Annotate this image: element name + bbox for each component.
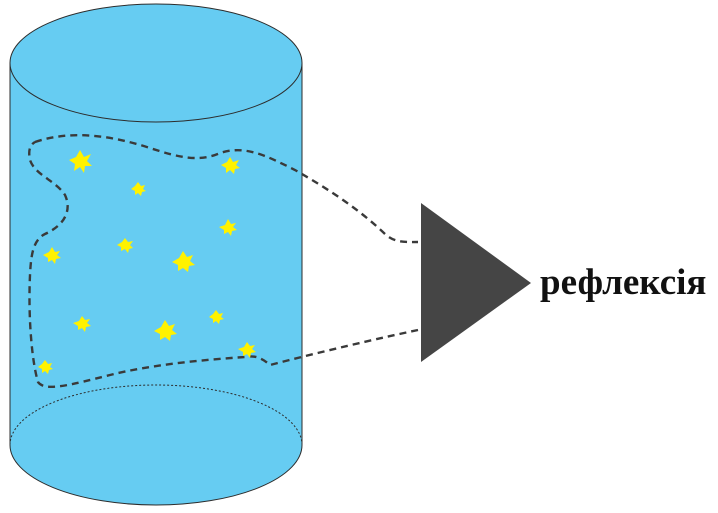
star — [43, 247, 61, 264]
cylinder-top — [9, 3, 303, 123]
star — [209, 310, 224, 324]
dashed-region — [28, 134, 419, 389]
star — [238, 342, 256, 358]
star — [131, 182, 146, 196]
play-triangle — [421, 203, 531, 362]
cylinder — [9, 3, 303, 506]
star — [69, 150, 92, 173]
star — [172, 251, 195, 272]
cylinder-bottom-back — [9, 384, 303, 446]
reflection-label: рефлексія — [540, 262, 706, 303]
stars-group — [38, 150, 256, 374]
cylinder-body — [10, 63, 302, 505]
star — [38, 360, 53, 374]
star — [117, 238, 133, 253]
star — [154, 320, 177, 341]
star — [73, 316, 91, 332]
star — [221, 157, 240, 174]
cylinder-bottom-front — [9, 444, 303, 506]
star — [219, 219, 237, 236]
